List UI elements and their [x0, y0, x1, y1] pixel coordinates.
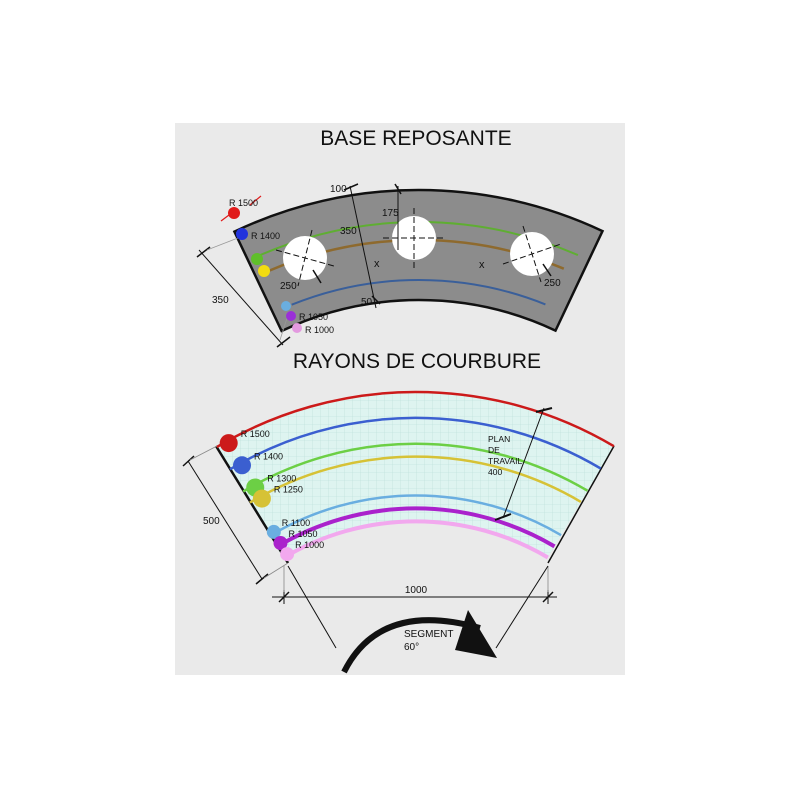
plan-dim-line: [502, 407, 545, 519]
segment-right-edge: [547, 445, 615, 564]
angle-line-right: [495, 565, 549, 649]
plan-label-line3: TRAVAIL: [488, 456, 522, 466]
dim-350-side: 350: [212, 295, 229, 306]
rayons-de-courbure-diagram: PLAN DE TRAVAIL 400 500 1000 SEGMENT 60°…: [182, 390, 615, 674]
radius-dot-1000: [292, 323, 302, 333]
dim-line-side-350: [198, 249, 284, 346]
base-band: [232, 188, 605, 333]
radius-label-1400: R 1400: [251, 231, 280, 241]
radius-dot-lightblue: [281, 301, 291, 311]
radius-arc-1500: [216, 390, 615, 449]
dim-50: 50: [361, 297, 373, 308]
radius-dot-1000: [280, 547, 295, 562]
radius-arc-1300: [242, 442, 589, 493]
bottom-title: RAYONS DE COURBURE: [293, 350, 541, 373]
cross-mark: x: [374, 258, 380, 270]
radius-dot-1050: [286, 311, 296, 321]
radius-dot-1400: [236, 228, 248, 240]
dim-100: 100: [330, 184, 347, 195]
radius-label-1050: R 1050: [289, 529, 318, 539]
radius-dot-green: [251, 253, 263, 265]
radius-dot-1250: [252, 489, 271, 508]
radius-label-1100: R 1100: [282, 518, 310, 528]
hole-center: [383, 208, 445, 268]
radius-label-1400: R 1400: [254, 451, 283, 461]
top-title: BASE REPOSANTE: [320, 127, 511, 150]
radius-dot-1500: [228, 207, 240, 219]
radius-label-1000: R 1000: [305, 325, 334, 335]
dim-1000: 1000: [405, 585, 428, 596]
dim-500: 500: [203, 516, 220, 527]
rotation-arrow: [341, 617, 481, 674]
radius-label-1000: R 1000: [295, 540, 324, 550]
segment-label-line2: 60°: [404, 642, 419, 653]
dim-250-right: 250: [544, 278, 561, 289]
radius-label-1250: R 1250: [274, 485, 303, 495]
angle-line-left: [287, 565, 337, 649]
dim-line-500: [187, 460, 263, 580]
dim-250-left: 250: [280, 281, 297, 292]
radius-arc-1400: [229, 416, 602, 471]
dim-line-350: [349, 185, 377, 309]
radius-dot-1500: [219, 434, 238, 453]
hole-left: [275, 229, 335, 287]
segment-band: [216, 391, 614, 559]
dim-175: 175: [382, 208, 399, 219]
dim-350-inner: 350: [340, 226, 357, 237]
cross-mark: x: [479, 259, 485, 271]
radius-dot-1100: [266, 524, 281, 539]
plan-label-line4: 400: [488, 467, 502, 477]
radius-label-1500: R 1500: [241, 429, 270, 439]
radius-dot-1050: [273, 536, 288, 550]
plan-label-line2: DE: [488, 445, 500, 455]
arrow-head-icon: [455, 610, 497, 658]
radius-label-1500: R 1500: [229, 198, 258, 208]
blue-guide-line: [291, 279, 546, 306]
radius-dot-1400: [233, 456, 251, 475]
base-reposante-diagram: x x 100 175 350 250 250 50 350 R 1500 R …: [196, 183, 605, 348]
segment-label-line1: SEGMENT: [404, 629, 453, 640]
radius-arc-1250: [249, 455, 582, 504]
radius-arc-1100: [269, 494, 562, 537]
radius-arc-1050: [275, 506, 556, 549]
radius-label-1300: R 1300: [267, 474, 296, 484]
plan-label-line1: PLAN: [488, 434, 510, 444]
radius-arc-1000: [282, 519, 549, 560]
radius-label-1050: R 1050: [299, 312, 328, 322]
radius-dot-yellow: [258, 265, 270, 277]
